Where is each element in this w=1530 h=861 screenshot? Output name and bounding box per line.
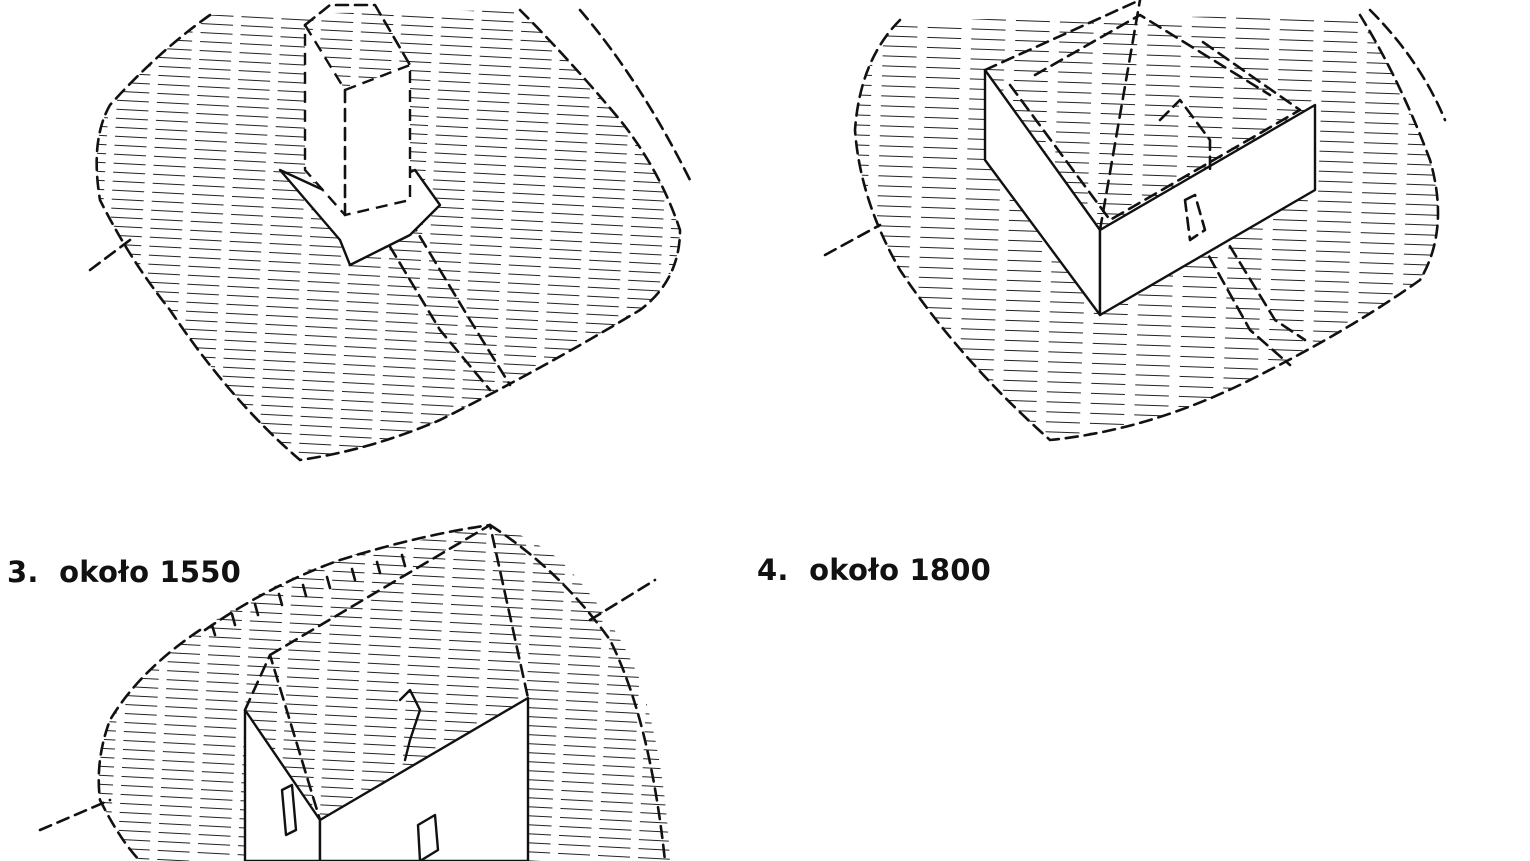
panel-4-caption: 4. około 1800 (757, 553, 992, 587)
panel-3-caption: 3. około 1550 (7, 555, 242, 589)
panel-2-drawing (823, 0, 1447, 442)
panel-3-drawing (38, 523, 670, 861)
panel-1-drawing (88, 3, 692, 462)
